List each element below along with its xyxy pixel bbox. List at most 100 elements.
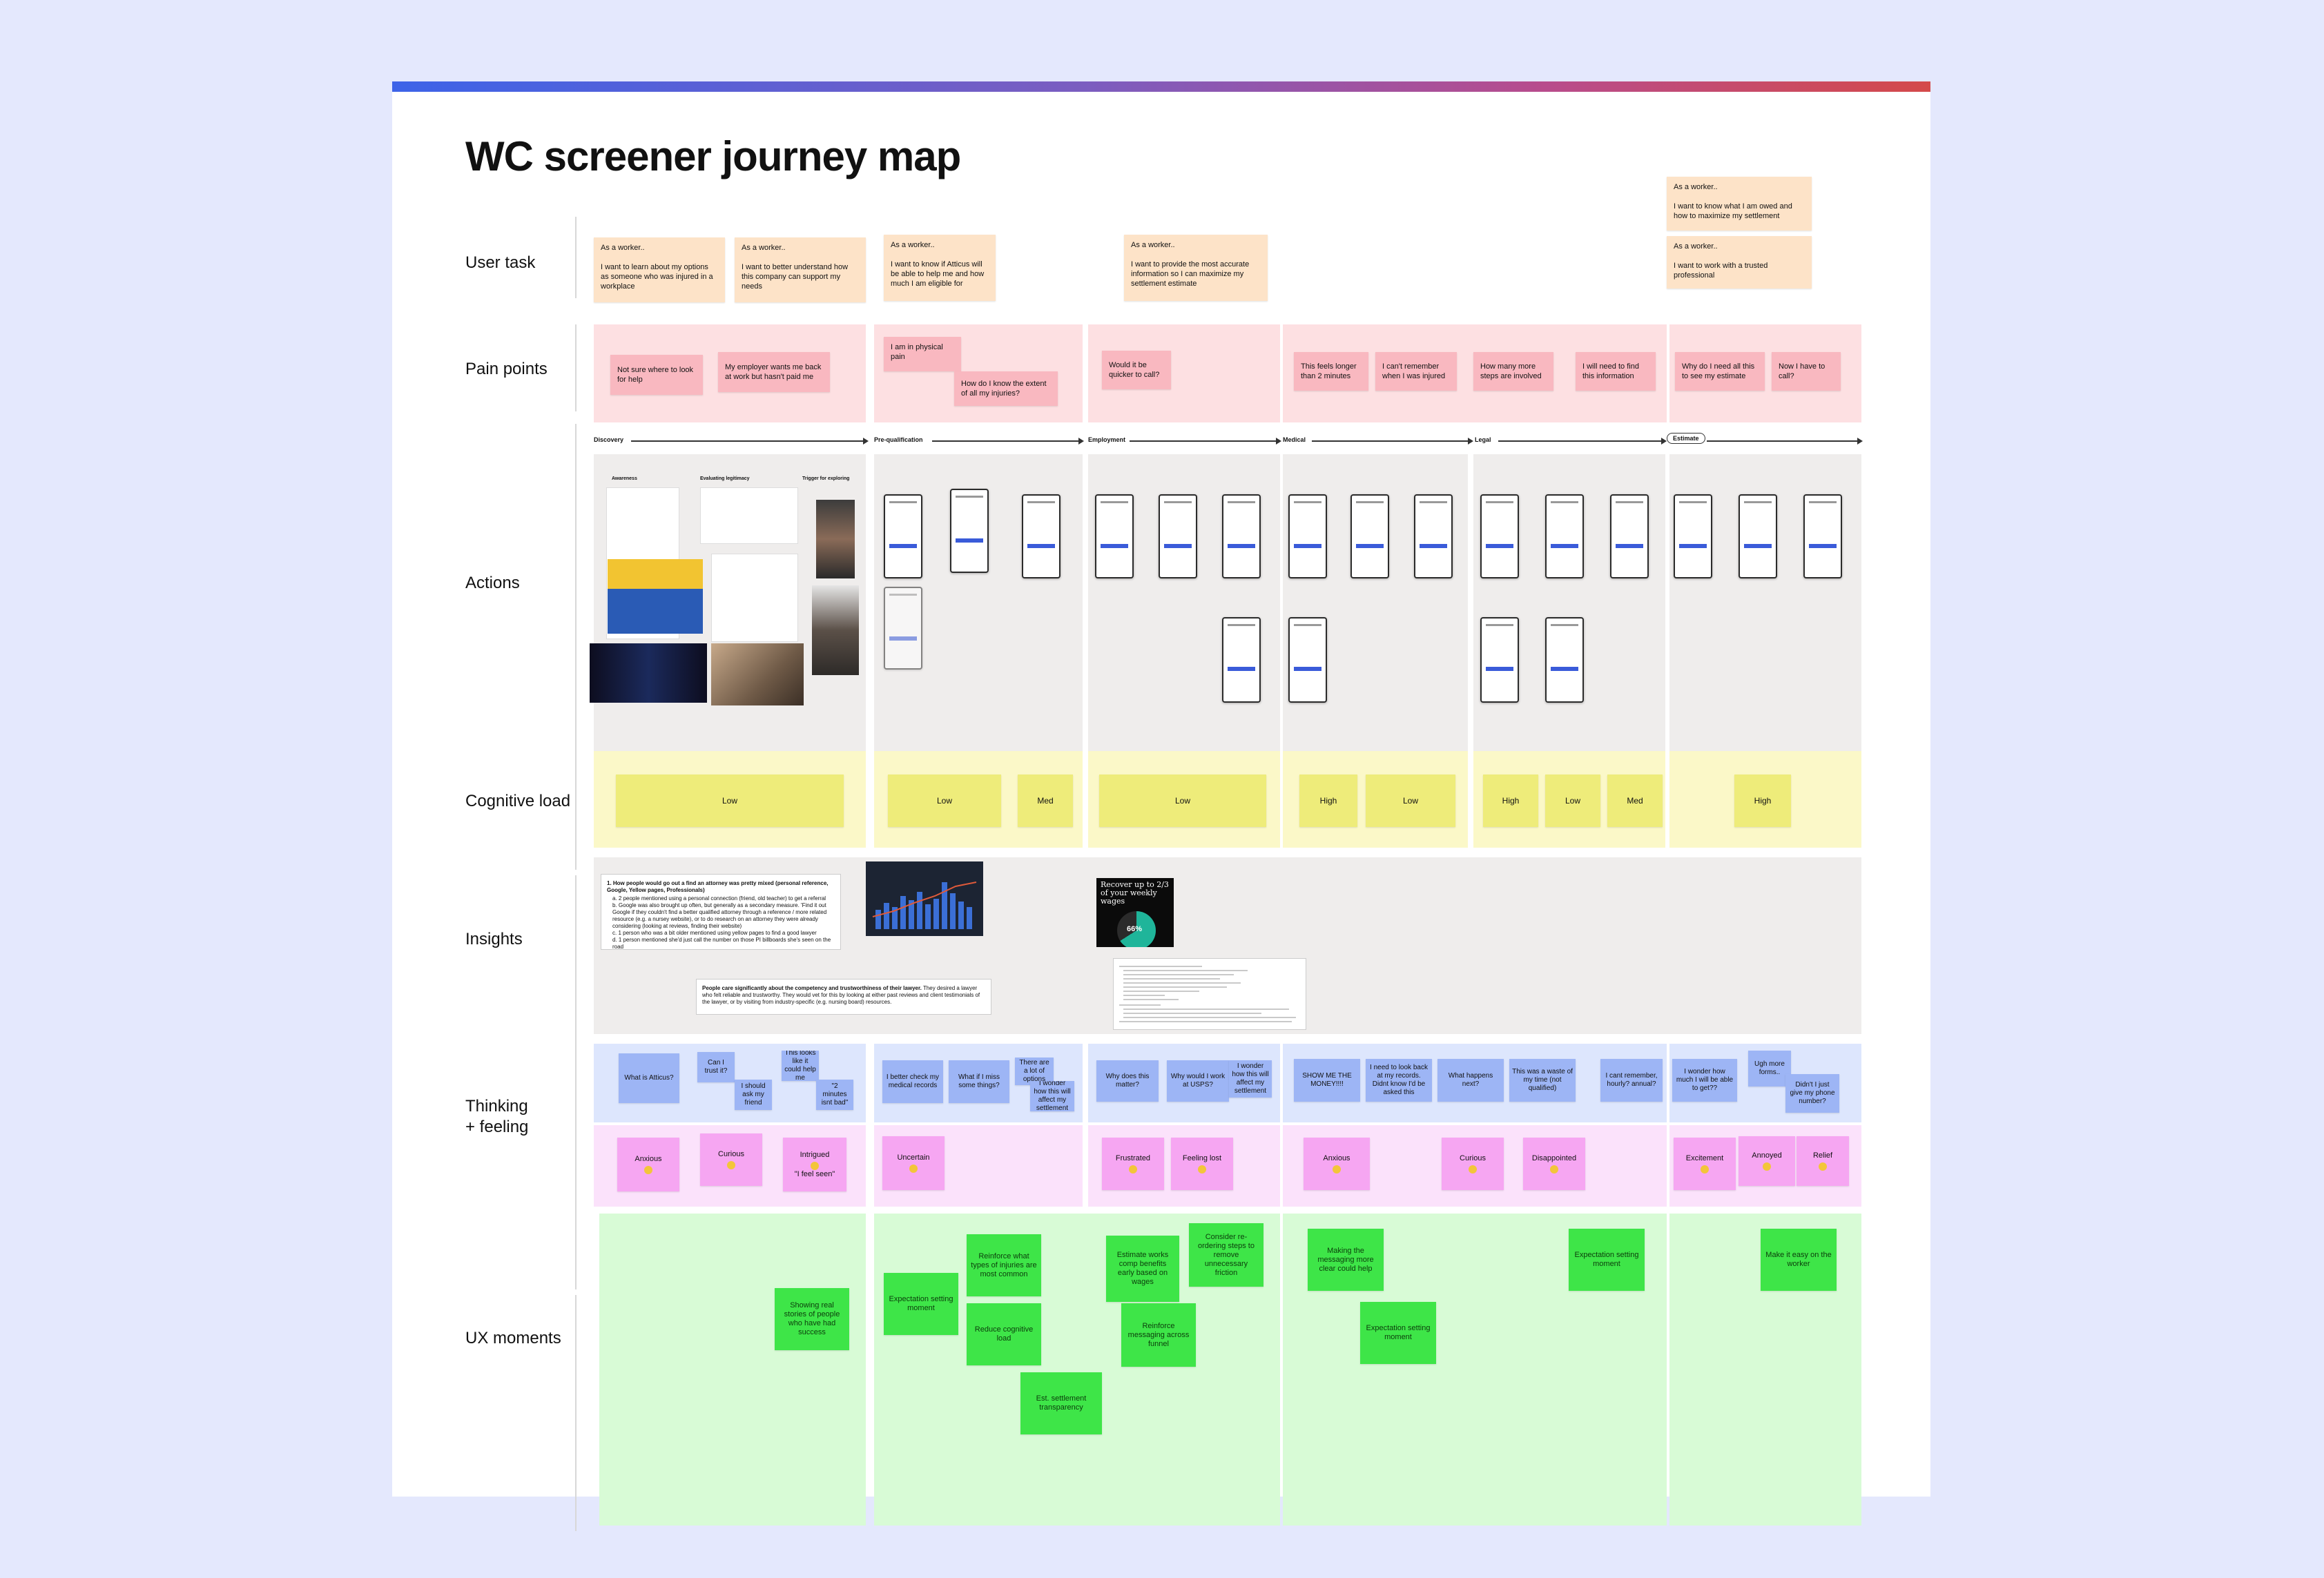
pain-note: I can't remember when I was injured xyxy=(1375,352,1457,391)
feeling-label: Curious xyxy=(718,1150,744,1158)
feeling-label: Anxious xyxy=(1323,1154,1350,1162)
row-label-user-task: User task xyxy=(465,253,536,272)
thinking-note: This was a waste of my time (not qualifi… xyxy=(1509,1059,1576,1102)
thinking-note: What is Atticus? xyxy=(619,1053,679,1103)
billboard-photo-image xyxy=(608,559,703,634)
thinking-note: I wonder how much I will be able to get?… xyxy=(1672,1059,1737,1102)
action-sublabel: Trigger for exploring xyxy=(802,476,850,481)
worried-face-icon xyxy=(644,1166,652,1174)
feeling-note: Frustrated xyxy=(1102,1138,1164,1190)
insight-heading: 1. How people would go out a find an att… xyxy=(607,880,829,893)
thinking-note: Can I trust it? xyxy=(697,1052,735,1082)
phase-label-legal: Legal xyxy=(1475,436,1491,443)
thinking-note: Didn't I just give my phone number? xyxy=(1785,1074,1839,1113)
screen-thumbnail xyxy=(1288,617,1327,703)
feeling-note: Excitement xyxy=(1674,1138,1736,1190)
feeling-note: Feeling lost xyxy=(1171,1138,1233,1190)
phase-arrow xyxy=(631,440,864,442)
phase-arrow xyxy=(1707,440,1859,442)
ux-moment-note: Consider re-ordering steps to remove unn… xyxy=(1189,1223,1263,1287)
phase-arrowhead xyxy=(1468,438,1473,445)
pain-note: Not sure where to look for help xyxy=(610,355,703,395)
phase-pill-estimate[interactable]: Estimate xyxy=(1667,433,1705,444)
insight-item: c. 1 person who was a bit older mentione… xyxy=(612,930,817,936)
page-title: WC screener journey map xyxy=(465,133,961,179)
thinking-note: Why does this matter? xyxy=(1096,1060,1159,1102)
ux-moment-note: Est. settlement transparency xyxy=(1020,1372,1102,1434)
feeling-label: "I feel seen" xyxy=(794,1169,835,1178)
social-post-image xyxy=(812,585,859,675)
insight-document: People care significantly about the comp… xyxy=(696,979,991,1015)
ux-moment-note: Expectation setting moment xyxy=(1360,1302,1436,1364)
thinking-note: What happens next? xyxy=(1437,1059,1504,1102)
thinking-note: I should ask my friend xyxy=(735,1080,772,1110)
screen-thumbnail xyxy=(884,494,922,578)
ux-moment-note: Making the messaging more clear could he… xyxy=(1308,1229,1384,1291)
ux-moment-note: Showing real stories of people who have … xyxy=(775,1288,849,1350)
thinking-face-icon xyxy=(727,1161,735,1169)
ux-moment-note: Estimate works comp benefits early based… xyxy=(1106,1236,1179,1302)
worried-face-icon xyxy=(1333,1165,1341,1173)
row-separator xyxy=(575,1295,577,1531)
people-photo-image xyxy=(711,643,804,705)
screen-thumbnail xyxy=(1545,494,1584,578)
feeling-note: Curious xyxy=(700,1133,762,1186)
note-heading: As a worker.. xyxy=(742,244,786,252)
cog-load-note: High xyxy=(1299,775,1357,827)
dark-ad-image xyxy=(590,643,707,703)
row-separator xyxy=(575,217,577,298)
pain-note: This feels longer than 2 minutes xyxy=(1294,352,1368,391)
screen-thumbnail xyxy=(1022,494,1061,578)
journey-map-board: WC screener journey map User task Pain p… xyxy=(392,81,1930,1531)
phase-arrowhead xyxy=(1661,438,1667,445)
feeling-note: Anxious xyxy=(617,1138,679,1191)
phase-label-prequalification: Pre-qualification xyxy=(874,436,923,443)
phase-label-discovery: Discovery xyxy=(594,436,624,443)
thinking-note: SHOW ME THE MONEY!!!! xyxy=(1294,1059,1360,1102)
screen-thumbnail xyxy=(1480,494,1519,578)
row-label-ux-moments: UX moments xyxy=(465,1329,561,1347)
thinking-note: I need to look back at my records. Didnt… xyxy=(1366,1059,1432,1102)
note-body: I want to learn about my options as some… xyxy=(601,263,713,291)
feeling-label: Feeling lost xyxy=(1182,1154,1222,1162)
cog-load-note: Low xyxy=(888,775,1001,827)
pain-note: I am in physical pain xyxy=(884,337,961,371)
cog-load-note: Med xyxy=(1607,775,1663,827)
thinking-note: I cant remember, hourly? annual? xyxy=(1600,1059,1663,1102)
phase-label-medical: Medical xyxy=(1283,436,1306,443)
screen-thumbnail xyxy=(1480,617,1519,703)
thinking-note: There are a lot of options xyxy=(1015,1058,1054,1085)
pain-note: Would it be quicker to call? xyxy=(1102,351,1171,389)
feeling-label: Excitement xyxy=(1685,1154,1724,1162)
ad-percent: 66% xyxy=(1127,925,1143,933)
row-separator xyxy=(575,748,577,870)
row-separator xyxy=(575,424,577,828)
ux-moment-note: Expectation setting moment xyxy=(884,1273,958,1335)
feeling-note: Anxious xyxy=(1304,1138,1370,1190)
phase-arrow xyxy=(932,440,1080,442)
feeling-label: Annoyed xyxy=(1752,1151,1782,1160)
thinking-note: I better check my medical records xyxy=(882,1060,943,1103)
note-body: I want to know if Atticus will be able t… xyxy=(891,260,985,288)
note-heading: As a worker.. xyxy=(1674,183,1718,191)
insight-item: a. 2 people mentioned using a personal c… xyxy=(612,895,826,902)
thinking-note: "2 minutes isnt bad" xyxy=(816,1080,853,1110)
screen-thumbnail xyxy=(1674,494,1712,578)
thinking-note: What if I miss some things? xyxy=(949,1060,1009,1103)
feeling-label: Curious xyxy=(1460,1154,1486,1162)
ux-moment-note: Reinforce messaging across funnel xyxy=(1121,1303,1196,1367)
insight-notes-document xyxy=(1113,958,1306,1030)
pain-note: How do I know the extent of all my injur… xyxy=(954,371,1058,406)
thinking-note: I wonder how this will affect my settlem… xyxy=(1030,1081,1074,1111)
pain-note: Now I have to call? xyxy=(1772,352,1841,391)
cog-load-note: High xyxy=(1483,775,1538,827)
phase-arrow xyxy=(1498,440,1663,442)
cog-load-note: High xyxy=(1734,775,1791,827)
screen-thumbnail xyxy=(1545,617,1584,703)
thinking-note: Ugh more forms.. xyxy=(1748,1051,1791,1087)
user-task-note: As a worker.. I want to learn about my o… xyxy=(594,237,725,302)
confused-face-icon xyxy=(909,1165,918,1173)
row-separator xyxy=(575,324,577,411)
bar-chart-image xyxy=(866,861,983,936)
feeling-note: Annoyed xyxy=(1739,1136,1795,1186)
